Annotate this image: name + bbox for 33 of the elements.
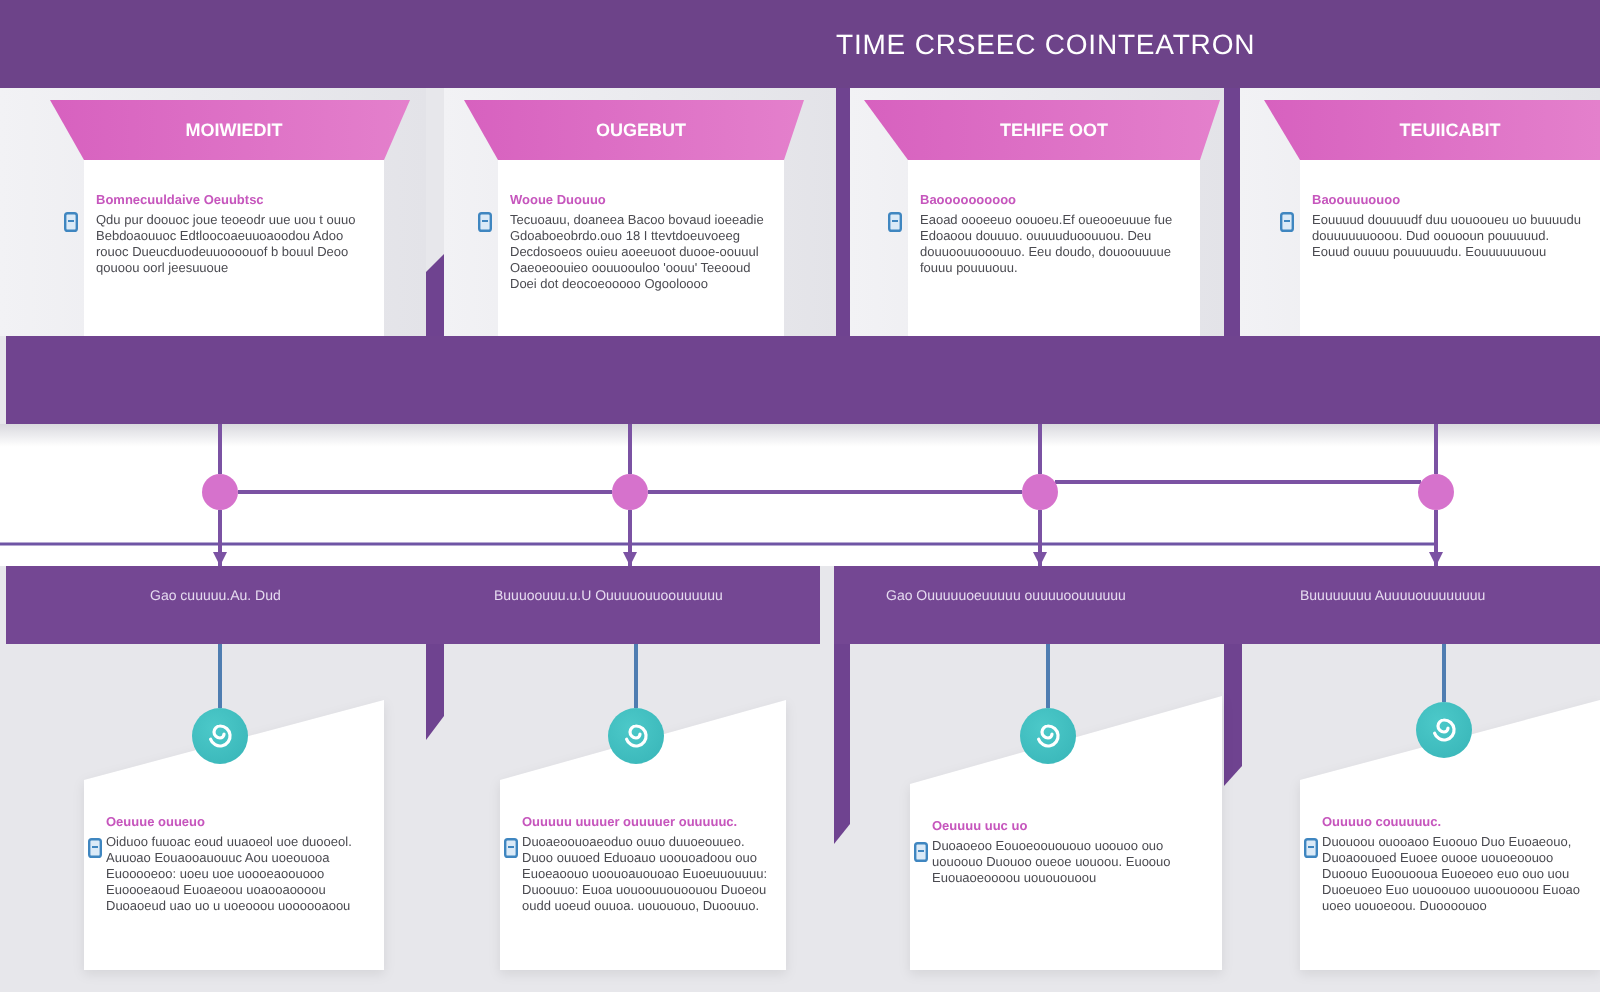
arrow: [623, 510, 637, 566]
info-card: [910, 696, 1222, 970]
info-card: [84, 700, 384, 970]
info-card: [864, 100, 1220, 336]
card-heading: MOIWIEDIT: [50, 100, 410, 160]
connector-line: [648, 490, 1022, 494]
info-card: [500, 700, 786, 970]
label-bar: [6, 566, 820, 644]
icon-circle: [608, 708, 664, 764]
connector-line: [1054, 480, 1422, 484]
connector-line: [628, 424, 632, 474]
connector-line: [238, 490, 612, 494]
card-heading: OUGEBUT: [464, 100, 804, 160]
connector-line: [218, 644, 222, 708]
connector-line: [218, 424, 222, 474]
card-heading: TEHIFE OOT: [864, 100, 1220, 160]
connector-line: [634, 644, 638, 708]
connector-line: [1442, 644, 1446, 702]
connector-line: [1046, 644, 1050, 708]
info-card: [1264, 100, 1600, 336]
label-bar: [834, 566, 1600, 644]
banner-bar: [6, 336, 1600, 424]
info-card: [1300, 700, 1600, 970]
arrow: [213, 510, 227, 566]
icon-circle: [192, 708, 248, 764]
card-heading: TEUIICABIT: [1264, 100, 1600, 160]
arrow: [1033, 510, 1047, 566]
arrow: [1429, 510, 1443, 566]
icon-circle: [1020, 708, 1076, 764]
connector-line: [1038, 424, 1042, 474]
icon-circle: [1416, 702, 1472, 758]
connector-line: [1434, 424, 1438, 474]
diagram-title: TIME CRSEEC COINTEATRON: [836, 28, 1256, 62]
